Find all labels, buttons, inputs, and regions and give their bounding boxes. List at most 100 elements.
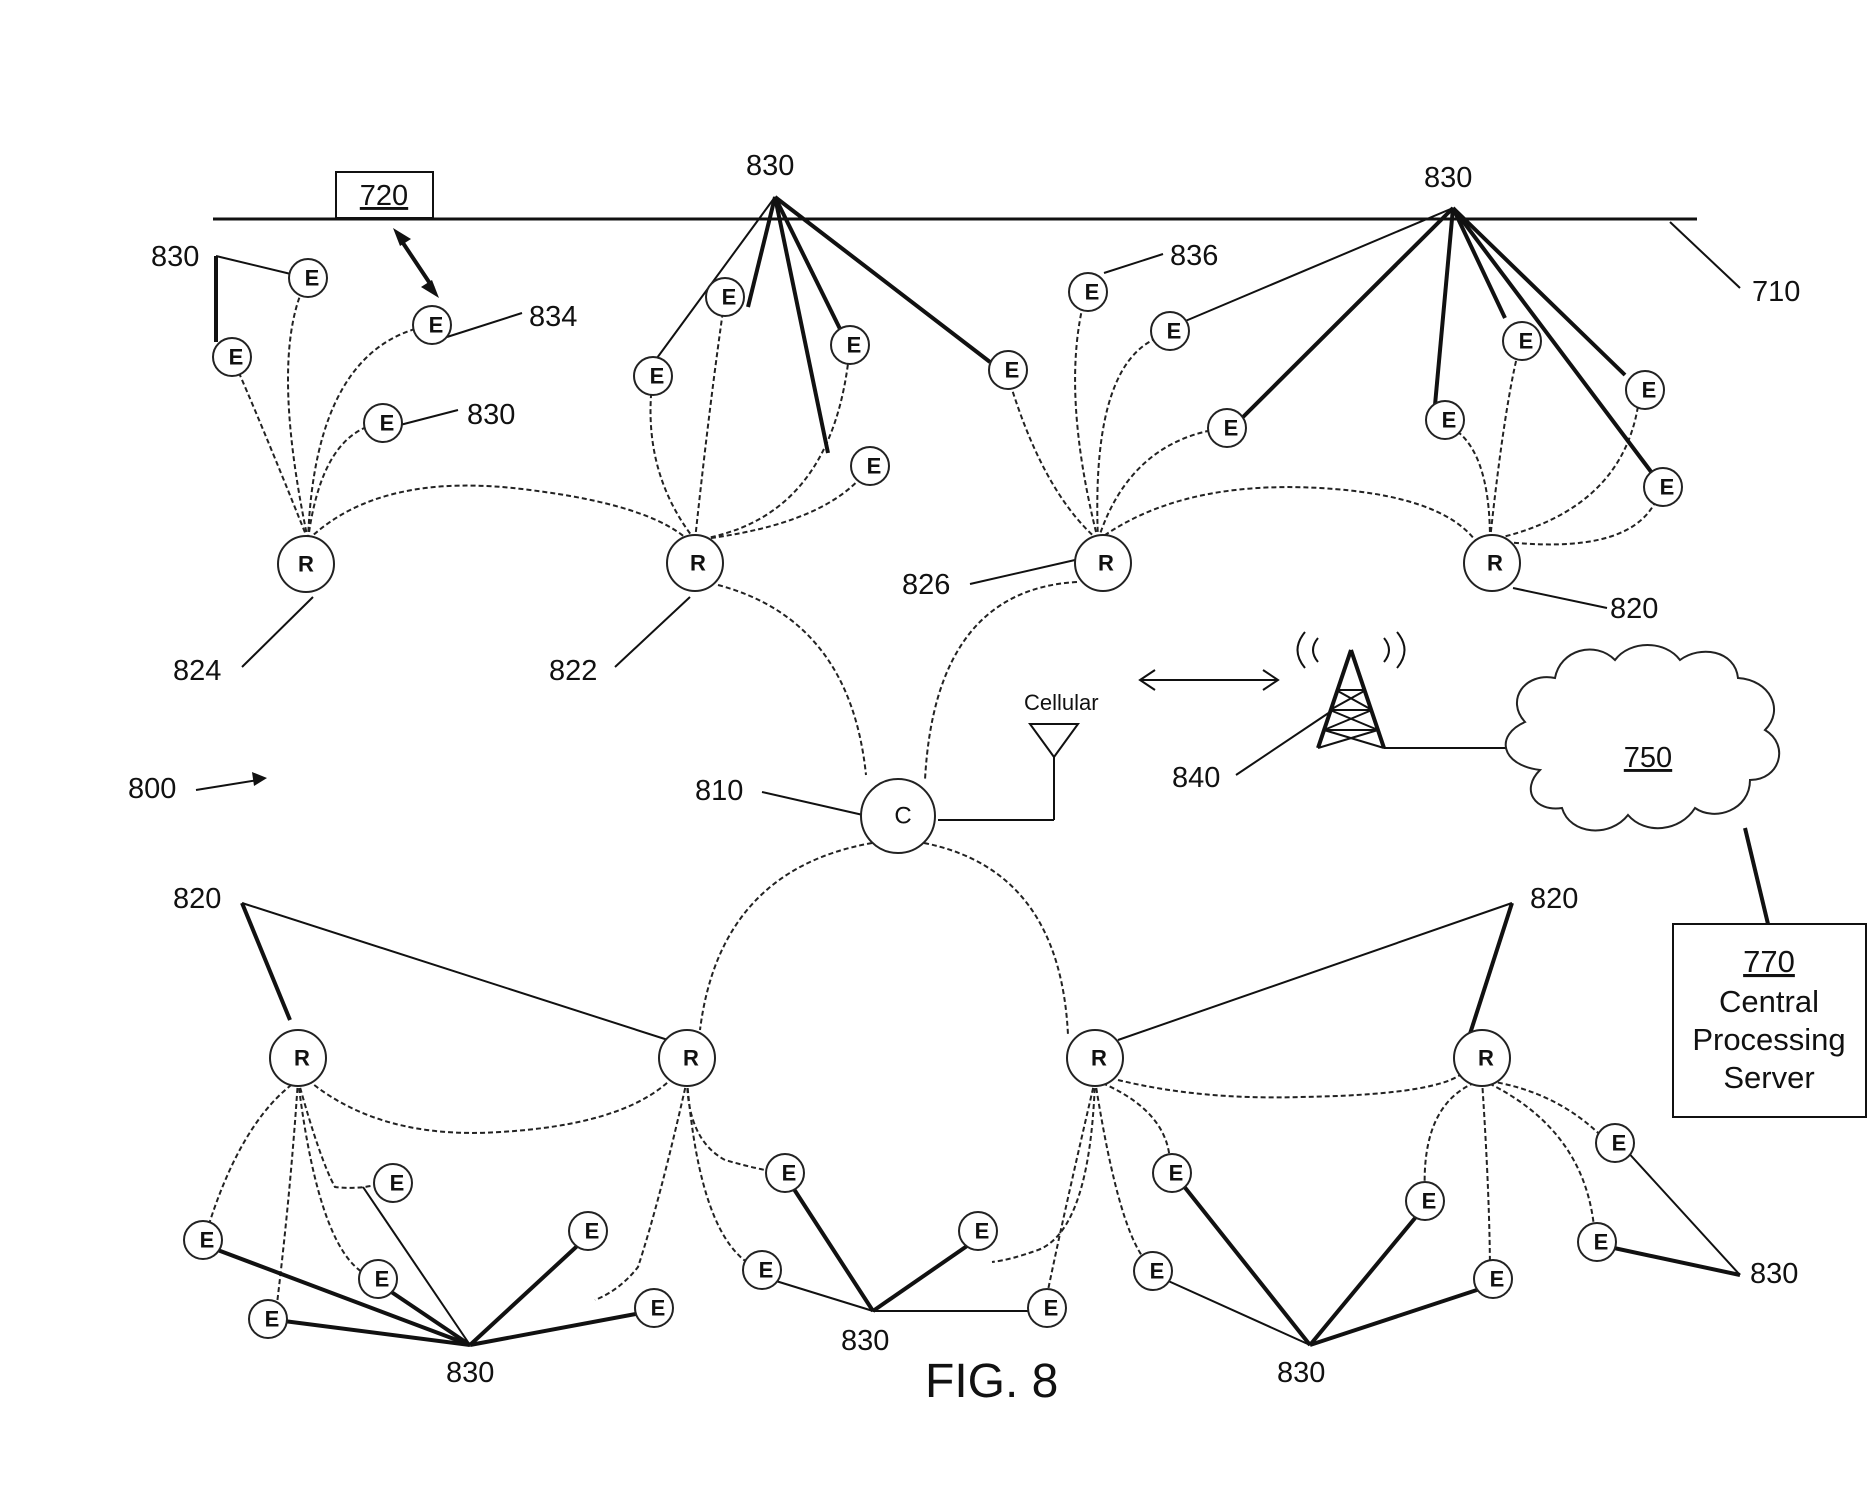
svg-text:E: E	[375, 1267, 390, 1292]
label-822: 822	[549, 655, 597, 687]
link	[718, 585, 866, 775]
endpoint-node: E	[1578, 1223, 1616, 1261]
label-834: 834	[529, 301, 577, 333]
svg-text:E: E	[1422, 1189, 1437, 1214]
grouping-830	[1435, 208, 1453, 405]
figure-title: FIG. 8	[925, 1355, 1058, 1408]
link	[288, 278, 308, 540]
endpoint-node: E	[635, 1289, 673, 1327]
leader-826	[970, 560, 1075, 584]
svg-text:E: E	[782, 1161, 797, 1186]
endpoint-node: E	[959, 1212, 997, 1250]
svg-text:E: E	[585, 1219, 600, 1244]
endpoint-node: E	[364, 404, 402, 442]
label-710: 710	[1752, 276, 1800, 308]
label-800: 800	[128, 773, 176, 805]
endpoint-node: E	[213, 338, 251, 376]
link	[1482, 1080, 1595, 1240]
label-830: 830	[746, 150, 794, 182]
svg-text:E: E	[1150, 1259, 1165, 1284]
relay-node: R	[270, 1030, 326, 1086]
link	[1482, 1080, 1610, 1145]
grouping-830	[470, 1236, 588, 1345]
endpoint-node: E	[1426, 401, 1464, 439]
endpoint-node: E	[1626, 371, 1664, 409]
svg-text:E: E	[390, 1171, 405, 1196]
grouping-830	[1175, 1175, 1310, 1345]
svg-text:R: R	[1098, 551, 1114, 576]
grouping-830	[1624, 1148, 1740, 1275]
server-line-1: Central	[1719, 984, 1819, 1019]
link	[1095, 1080, 1170, 1165]
svg-text:E: E	[1085, 280, 1100, 305]
link	[687, 1080, 755, 1267]
grouping-830	[1183, 208, 1453, 322]
endpoint-node: E	[766, 1154, 804, 1192]
svg-text:E: E	[650, 364, 665, 389]
label-830: 830	[467, 399, 515, 431]
endpoint-node: E	[184, 1221, 222, 1259]
link	[1482, 1080, 1490, 1277]
link	[1005, 366, 1098, 540]
endpoint-node: E	[1474, 1260, 1512, 1298]
antenna-icon	[1030, 724, 1078, 757]
leader-810	[762, 792, 863, 815]
label-830: 830	[446, 1357, 494, 1389]
link	[1425, 1080, 1482, 1195]
svg-text:R: R	[683, 1046, 699, 1071]
link	[992, 1080, 1095, 1262]
arrow-720-834	[399, 237, 433, 288]
link	[1095, 1080, 1150, 1265]
endpoint-node: E	[569, 1212, 607, 1250]
leader-824	[242, 597, 313, 667]
link	[1490, 345, 1520, 540]
label-824: 824	[173, 655, 221, 687]
label-820: 820	[1530, 883, 1578, 915]
svg-text:R: R	[690, 551, 706, 576]
link	[232, 357, 308, 540]
label-cellular: Cellular	[1024, 690, 1099, 715]
svg-text:R: R	[1478, 1046, 1494, 1071]
relay-node: R	[1067, 1030, 1123, 1086]
label-830: 830	[151, 241, 199, 273]
leader-822	[615, 597, 690, 667]
svg-text:E: E	[305, 266, 320, 291]
svg-text:E: E	[1490, 1267, 1505, 1292]
label-830: 830	[841, 1325, 889, 1357]
grouping-830	[775, 197, 828, 453]
svg-text:E: E	[651, 1296, 666, 1321]
endpoint-node: E	[1503, 322, 1541, 360]
endpoint-node: E	[374, 1164, 412, 1202]
label-830: 830	[1277, 1357, 1325, 1389]
endpoint-node: E	[989, 351, 1027, 389]
endpoint-node: E	[1208, 409, 1246, 447]
arrowhead-up-icon	[393, 228, 411, 246]
endpoint-node: E	[1596, 1124, 1634, 1162]
bus-leader-710	[1670, 222, 1740, 288]
relay-node-822: R	[667, 535, 723, 591]
link	[1118, 1075, 1460, 1097]
svg-text:R: R	[1091, 1046, 1107, 1071]
grouping-830	[873, 1237, 980, 1311]
link	[924, 843, 1068, 1035]
link	[298, 1080, 372, 1277]
relay-node: R	[659, 1030, 715, 1086]
svg-text:E: E	[200, 1228, 215, 1253]
svg-text:E: E	[867, 454, 882, 479]
grouping-830	[1600, 1245, 1740, 1275]
leader-830	[400, 410, 458, 425]
grouping-830	[775, 197, 990, 362]
label-840: 840	[1172, 762, 1220, 794]
grouping-830	[748, 197, 775, 307]
endpoint-node: E	[413, 306, 451, 344]
svg-text:E: E	[1519, 329, 1534, 354]
concentrator-node-810: C	[861, 779, 935, 853]
label-720: 720	[360, 180, 408, 212]
label-826: 826	[902, 569, 950, 601]
svg-text:C: C	[894, 803, 911, 830]
endpoint-node: E	[1153, 1154, 1191, 1192]
endpoint-node: E	[359, 1260, 397, 1298]
svg-text:R: R	[294, 1046, 310, 1071]
leader-834	[447, 313, 522, 337]
link	[1045, 1080, 1095, 1305]
